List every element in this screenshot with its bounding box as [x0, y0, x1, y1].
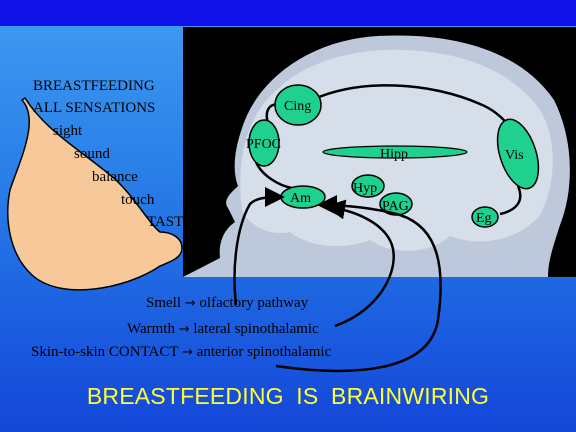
pathway-contact: Skin-to-skin CONTACT → anterior spinotha… — [31, 345, 331, 360]
slide-title: BREASTFEEDING IS BRAINWIRING — [0, 383, 576, 410]
label-am: Am — [290, 191, 311, 206]
sensation-sight: sight — [53, 124, 82, 139]
pathway-smell: Smell → olfactory pathway — [146, 296, 308, 311]
pathway-warmth-sense: Warmth — [127, 321, 175, 337]
breast-shape — [8, 98, 182, 290]
label-hyp: Hyp — [353, 181, 377, 196]
sensation-balance: balance — [92, 170, 138, 185]
arrow-icon: → — [179, 322, 190, 337]
sensations-heading-2: ALL SENSATIONS — [33, 101, 155, 116]
sensation-touch: touch — [121, 193, 154, 208]
sensations-heading-1: BREASTFEEDING — [33, 79, 155, 94]
label-vis: Vis — [505, 148, 524, 163]
pathway-smell-route: olfactory pathway — [199, 295, 308, 311]
pathway-smell-sense: Smell — [146, 295, 181, 311]
pathway-warmth: Warmth → lateral spinothalamic — [127, 322, 319, 337]
arrow-icon: → — [182, 345, 193, 360]
label-cing: Cing — [284, 99, 311, 114]
arrow-icon: → — [185, 296, 196, 311]
sensation-taste: TAST — [147, 215, 183, 230]
label-eg: Eg — [476, 211, 492, 226]
pathway-warmth-route: lateral spinothalamic — [193, 321, 318, 337]
sensation-sound: sound — [74, 147, 110, 162]
label-hipp: Hipp — [380, 147, 408, 162]
label-pfoc: PFOC — [246, 137, 281, 152]
pathway-contact-route: anterior spinothalamic — [197, 344, 332, 360]
pathway-contact-sense: Skin-to-skin CONTACT — [31, 344, 178, 360]
